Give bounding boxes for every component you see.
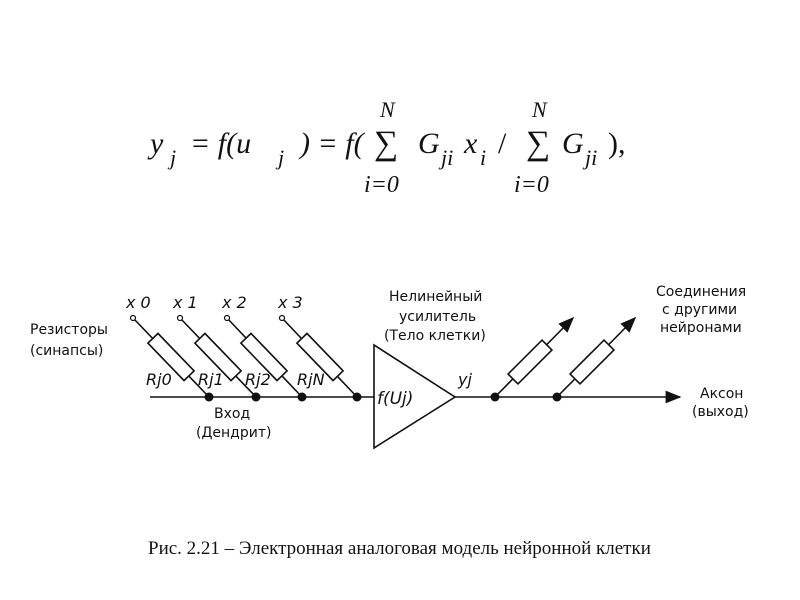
sum1-sigma: ∑ — [374, 125, 399, 162]
formula-eq1: = f(u — [190, 127, 252, 160]
input-resistor-2 — [226, 317, 303, 398]
resistor-rjn: RjN — [297, 370, 325, 389]
amplifier-label-2: усилитель — [399, 309, 476, 325]
resistors-label-1: Резисторы — [30, 322, 108, 338]
junction-dots — [204, 392, 562, 402]
amplifier-label-1: Нелинейный — [389, 289, 482, 305]
output-resistor-1 — [494, 316, 575, 398]
connections-label-2: с другими — [662, 302, 737, 318]
input-label-2: (Дендрит) — [196, 425, 271, 441]
input-x0: x 0 — [125, 293, 151, 312]
term2: G — [562, 127, 584, 160]
input-resistor-0 — [132, 317, 210, 398]
term1b-sub: i — [480, 145, 487, 170]
formula-end: ), — [608, 127, 626, 160]
formula-u-sub: j — [278, 145, 285, 170]
input-terminals — [129, 314, 286, 322]
amplifier-triangle — [373, 343, 457, 450]
input-x1: x 1 — [172, 293, 198, 312]
sum2-sigma: ∑ — [526, 125, 551, 162]
resistor-rj2: Rj2 — [245, 370, 271, 389]
sum2-top: N — [532, 97, 547, 122]
input-x2: x 2 — [221, 293, 247, 312]
term1: G — [418, 127, 440, 160]
connections-label-3: нейронами — [660, 320, 742, 336]
input-x3: x 3 — [277, 293, 303, 312]
input-label-1: Вход — [214, 406, 250, 422]
connections-label-1: Соединения — [656, 284, 746, 300]
axon-label-1: Аксон — [700, 386, 743, 402]
output-yj: yj — [457, 370, 472, 389]
input-resistor-1 — [179, 317, 257, 398]
term1-sub: ji — [441, 145, 454, 170]
formula-lhs: y — [150, 127, 164, 160]
sum1-bottom: i=0 — [364, 172, 399, 198]
sum1-top: N — [380, 97, 395, 122]
resistors-label-2: (синапсы) — [30, 343, 103, 359]
figure-caption: Рис. 2.21 – Электронная аналоговая модел… — [148, 538, 651, 559]
amplifier-function: f(Uj) — [377, 389, 413, 409]
formula: y j = f(u j ) = f( N ∑ i=0 G ji x i / N … — [150, 95, 650, 205]
formula-eq2: ) = f( — [300, 127, 364, 160]
term1b: x — [464, 127, 478, 160]
formula-slash: / — [498, 127, 507, 160]
axon-label-2: (выход) — [692, 404, 749, 420]
term2-sub: ji — [585, 145, 598, 170]
formula-lhs-sub: j — [170, 145, 177, 170]
output-resistor-2 — [556, 316, 637, 398]
amplifier-label-3: (Тело клетки) — [384, 328, 486, 344]
resistor-rj0: Rj0 — [146, 370, 172, 389]
sum2-bottom: i=0 — [514, 172, 549, 198]
input-resistor-3 — [281, 317, 358, 398]
resistor-rj1: Rj1 — [198, 370, 224, 389]
